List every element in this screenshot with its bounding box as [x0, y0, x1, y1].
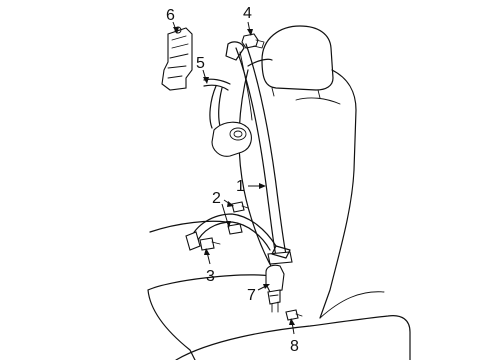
callout-8: 8 [290, 338, 299, 355]
bolt-part4 [241, 33, 265, 49]
retractor-bracket-part6 [161, 26, 193, 91]
callout-5: 5 [196, 55, 205, 72]
headrest [261, 25, 334, 91]
seat-back [247, 58, 357, 319]
buckle-part7 [265, 264, 285, 313]
leader-lines [172, 21, 295, 335]
seat-outline [147, 25, 411, 360]
callout-6: 6 [166, 7, 175, 24]
callout-7: 7 [247, 287, 256, 304]
callout-3: 3 [206, 268, 215, 285]
spacer [227, 223, 243, 235]
bolt-part8 [285, 309, 303, 321]
callout-labels: 6 4 5 1 2 3 7 8 [166, 5, 299, 355]
belt-guide-part5 [203, 41, 245, 129]
callout-2: 2 [212, 190, 221, 207]
callout-1: 1 [236, 178, 245, 195]
callout-4: 4 [243, 5, 252, 22]
seat-cushion [147, 274, 273, 360]
bolt-part2 [231, 201, 249, 213]
retractor-reel [211, 121, 252, 157]
bolt-part3 [199, 237, 221, 251]
lower-anchor-strap [185, 213, 291, 259]
